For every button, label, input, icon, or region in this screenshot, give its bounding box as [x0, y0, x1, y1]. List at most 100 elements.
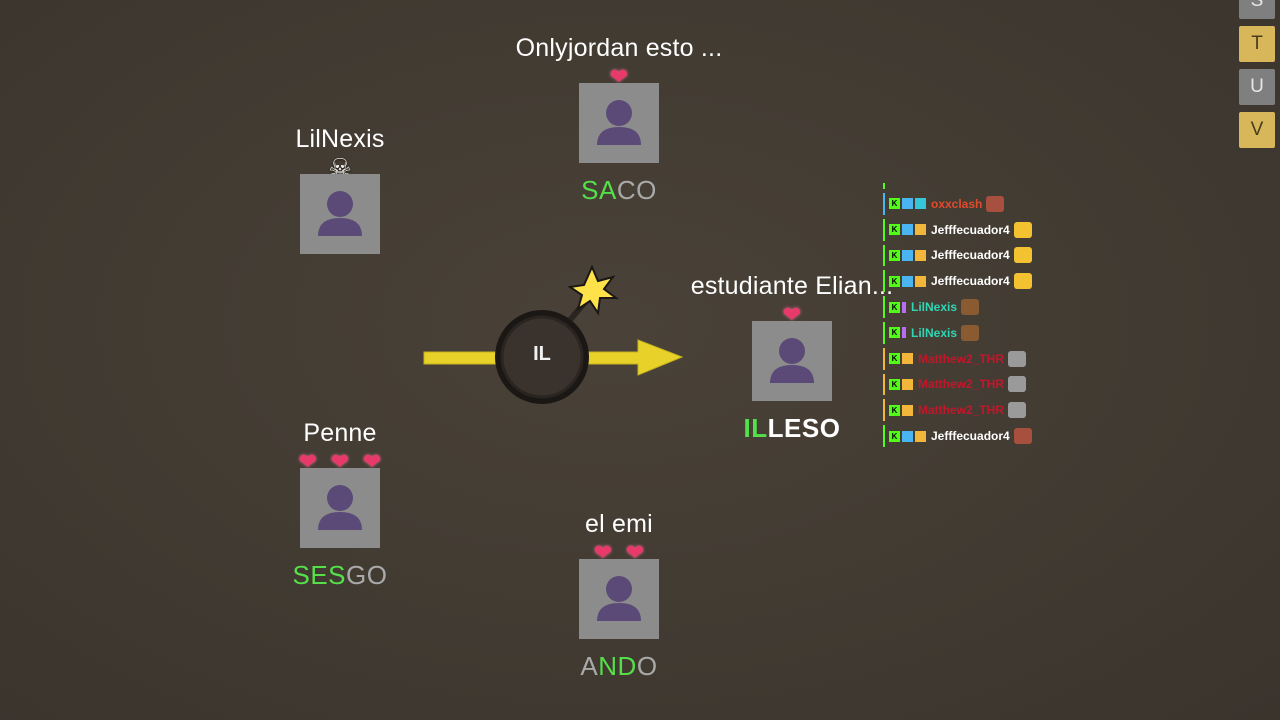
- kick-badge-icon: K: [889, 301, 900, 313]
- chat-username: Matthew2_THR: [918, 377, 1005, 392]
- player-el-emi: el emi ❤ ❤ ANDO: [499, 510, 739, 682]
- chat-message: K Jefffecuador4: [883, 243, 1063, 269]
- chat-username: LilNexis: [911, 325, 958, 340]
- player-name: LilNexis: [295, 125, 385, 153]
- current-word: ILLESO: [743, 413, 841, 443]
- chat-message: K Matthew2_THR: [883, 372, 1063, 398]
- heart-icon: ❤: [330, 449, 350, 474]
- bomb-arrow-graphic: [423, 265, 684, 404]
- chat-username: Jefffecuador4: [931, 274, 1010, 289]
- bolt-badge-icon: [902, 224, 913, 236]
- heart-icon: ❤: [298, 449, 318, 474]
- player-onlyjordan: Onlyjordan esto ... ❤ SACO: [499, 34, 739, 206]
- emote-icon: [1013, 247, 1032, 264]
- chat-username: oxxclash: [931, 196, 983, 211]
- chat-username: Jefffecuador4: [931, 222, 1010, 237]
- kick-badge-icon: K: [889, 327, 900, 339]
- emote-icon: [1008, 402, 1027, 419]
- sub-badge-icon: [902, 327, 906, 339]
- current-word: SESGO: [292, 560, 388, 590]
- kick-badge-icon: K: [889, 224, 900, 236]
- player-name: estudiante Elian...: [690, 272, 894, 300]
- bomb-icon: [495, 299, 589, 404]
- chat-username: Jefffecuador4: [931, 429, 1010, 444]
- current-word: ANDO: [580, 651, 658, 681]
- kick-badge-icon: K: [889, 249, 900, 261]
- letter-tile: V: [1239, 112, 1275, 148]
- chat-username: Matthew2_THR: [918, 351, 1005, 366]
- chat-message: K Jefffecuador4: [883, 217, 1063, 243]
- crown-badge-icon: [915, 275, 926, 287]
- chat-message: [883, 181, 1063, 191]
- crown-badge-icon: [902, 353, 913, 365]
- emote-icon: [1013, 273, 1032, 290]
- spark-icon: [567, 265, 619, 316]
- chat-username: Matthew2_THR: [918, 403, 1005, 418]
- crown-badge-icon: [915, 430, 926, 442]
- crown-badge-icon: [902, 404, 913, 416]
- person-silhouette-icon: [597, 576, 641, 621]
- avatar: [752, 321, 832, 401]
- chat-message: K oxxclash: [883, 191, 1063, 217]
- heart-icon: ❤: [362, 449, 382, 474]
- letter-tile: T: [1239, 26, 1275, 62]
- lives-row: ❤: [499, 65, 739, 89]
- bolt-badge-icon: [902, 275, 913, 287]
- emote-icon: [961, 324, 980, 341]
- sub-badge-icon: [902, 301, 906, 313]
- letter-tile: U: [1239, 69, 1275, 105]
- kick-badge-icon: K: [889, 404, 900, 416]
- emote-icon: [1008, 376, 1027, 393]
- avatar: [300, 174, 380, 254]
- chat-message: K LilNexis: [883, 294, 1063, 320]
- chat-message: K Jefffecuador4: [883, 268, 1063, 294]
- lives-row: ❤: [672, 303, 912, 327]
- current-word: SACO: [581, 175, 657, 205]
- chat-message: K Matthew2_THR: [883, 397, 1063, 423]
- heart-icon: ❤: [625, 540, 645, 565]
- chat-message: K Matthew2_THR: [883, 346, 1063, 372]
- emote-icon: [986, 195, 1005, 212]
- avatar: [300, 468, 380, 548]
- player-name: el emi: [585, 510, 653, 538]
- emote-icon: [961, 299, 980, 316]
- letter-tile: S: [1239, 0, 1275, 19]
- person-silhouette-icon: [318, 485, 362, 530]
- player-penne: Penne ❤ ❤ ❤ SESGO: [220, 419, 460, 591]
- avatar: [579, 83, 659, 163]
- lives-row: ❤ ❤ ❤: [220, 450, 460, 474]
- bolt-badge-icon: [902, 430, 913, 442]
- bomb-syllable: IL: [533, 343, 551, 365]
- player-name: Penne: [303, 419, 377, 447]
- gift-badge-icon: [915, 198, 926, 210]
- chat-username: Jefffecuador4: [931, 248, 1010, 263]
- person-silhouette-icon: [770, 338, 814, 383]
- crown-badge-icon: [915, 224, 926, 236]
- kick-badge-icon: K: [889, 430, 900, 442]
- emote-icon: [1013, 428, 1032, 445]
- person-silhouette-icon: [318, 191, 362, 236]
- bolt-badge-icon: [902, 249, 913, 261]
- chat-message: K LilNexis: [883, 320, 1063, 346]
- player-lilnexis: LilNexis ☠: [220, 125, 460, 254]
- emote-icon: [1008, 350, 1027, 367]
- avatar: [579, 559, 659, 639]
- player-estudiante-elian: estudiante Elian... ❤ ILLESO: [672, 272, 912, 444]
- lives-row: ❤ ❤: [499, 541, 739, 565]
- heart-icon: ❤: [782, 302, 802, 327]
- player-name: Onlyjordan esto ...: [515, 34, 723, 62]
- chat-overlay: K oxxclash K Jefffecuador4 K Jefffecuado…: [883, 181, 1063, 449]
- chat-username: LilNexis: [911, 300, 958, 315]
- crown-badge-icon: [902, 378, 913, 390]
- chat-message: K Jefffecuador4: [883, 423, 1063, 449]
- kick-badge-icon: K: [889, 378, 900, 390]
- emote-icon: [1013, 221, 1032, 238]
- heart-icon: ❤: [609, 64, 629, 89]
- crown-badge-icon: [915, 249, 926, 261]
- heart-icon: ❤: [593, 540, 613, 565]
- kick-badge-icon: K: [889, 275, 900, 287]
- kick-badge-icon: K: [889, 353, 900, 365]
- letter-bonus-list: S T U V: [1239, 0, 1275, 155]
- person-silhouette-icon: [597, 100, 641, 145]
- kick-badge-icon: K: [889, 198, 900, 210]
